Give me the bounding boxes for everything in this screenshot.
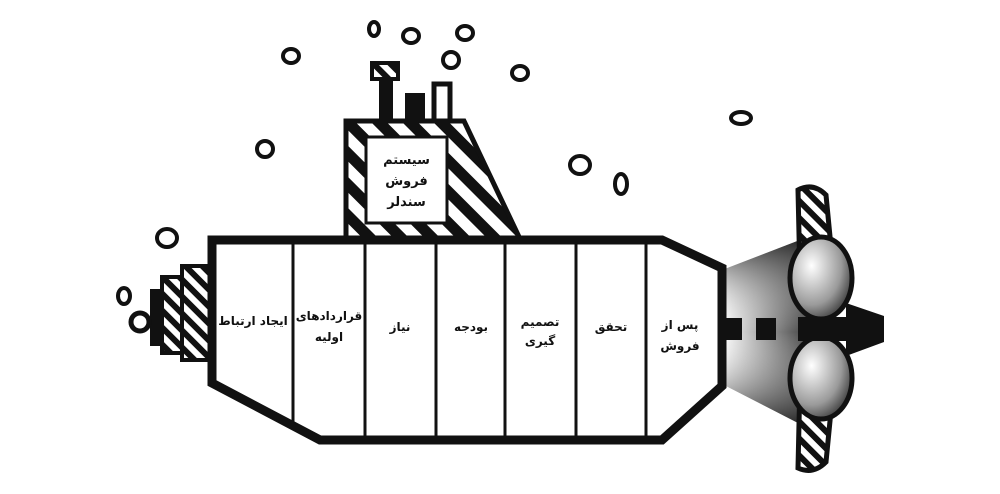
bubble	[367, 20, 381, 38]
bubble	[155, 227, 179, 249]
section-label-decision: گیری	[525, 334, 555, 348]
section-label-fulfillment: تحقق	[595, 320, 628, 334]
section-label-initial-contracts: اولیه	[315, 330, 343, 345]
compartment-labels: ایجاد ارتباط قراردادهای اولیه نیاز بودجه…	[218, 309, 699, 354]
section-label-budget: بودجه	[454, 320, 488, 335]
section-label-after-sales: فروش	[660, 339, 699, 354]
bubble	[281, 47, 301, 65]
bubbles	[116, 20, 753, 306]
section-label-initial-contracts: قراردادهای	[296, 309, 363, 323]
section-label-after-sales: پس از	[661, 318, 699, 332]
bubble	[613, 172, 629, 196]
nose-cone	[128, 264, 212, 362]
bubble	[441, 50, 461, 70]
tail-window	[756, 318, 776, 340]
section-label-relationship: ایجاد ارتباط	[218, 314, 288, 328]
periscopes	[370, 61, 453, 124]
tower-title-box	[364, 135, 449, 225]
bubble	[510, 64, 530, 82]
propeller	[787, 184, 884, 473]
tower-title-line: سیستم	[383, 153, 430, 168]
propeller-blade	[787, 234, 855, 322]
propeller-blade	[787, 334, 855, 422]
bubble	[401, 27, 421, 45]
tower-title-line: فروش	[385, 174, 428, 189]
bubble	[255, 139, 275, 159]
hull	[207, 235, 727, 445]
bubble	[116, 286, 132, 306]
bubble	[455, 24, 475, 42]
conning-tower: سیستم فروش سندلر	[343, 118, 524, 242]
bubble	[568, 154, 592, 176]
tail-window	[722, 318, 742, 340]
section-label-decision: تصمیم	[521, 315, 560, 329]
tower-title-line: سندلر	[386, 195, 426, 210]
section-label-need: نیاز	[389, 320, 411, 334]
compartment-dividers	[291, 244, 648, 436]
bubble	[729, 110, 753, 126]
